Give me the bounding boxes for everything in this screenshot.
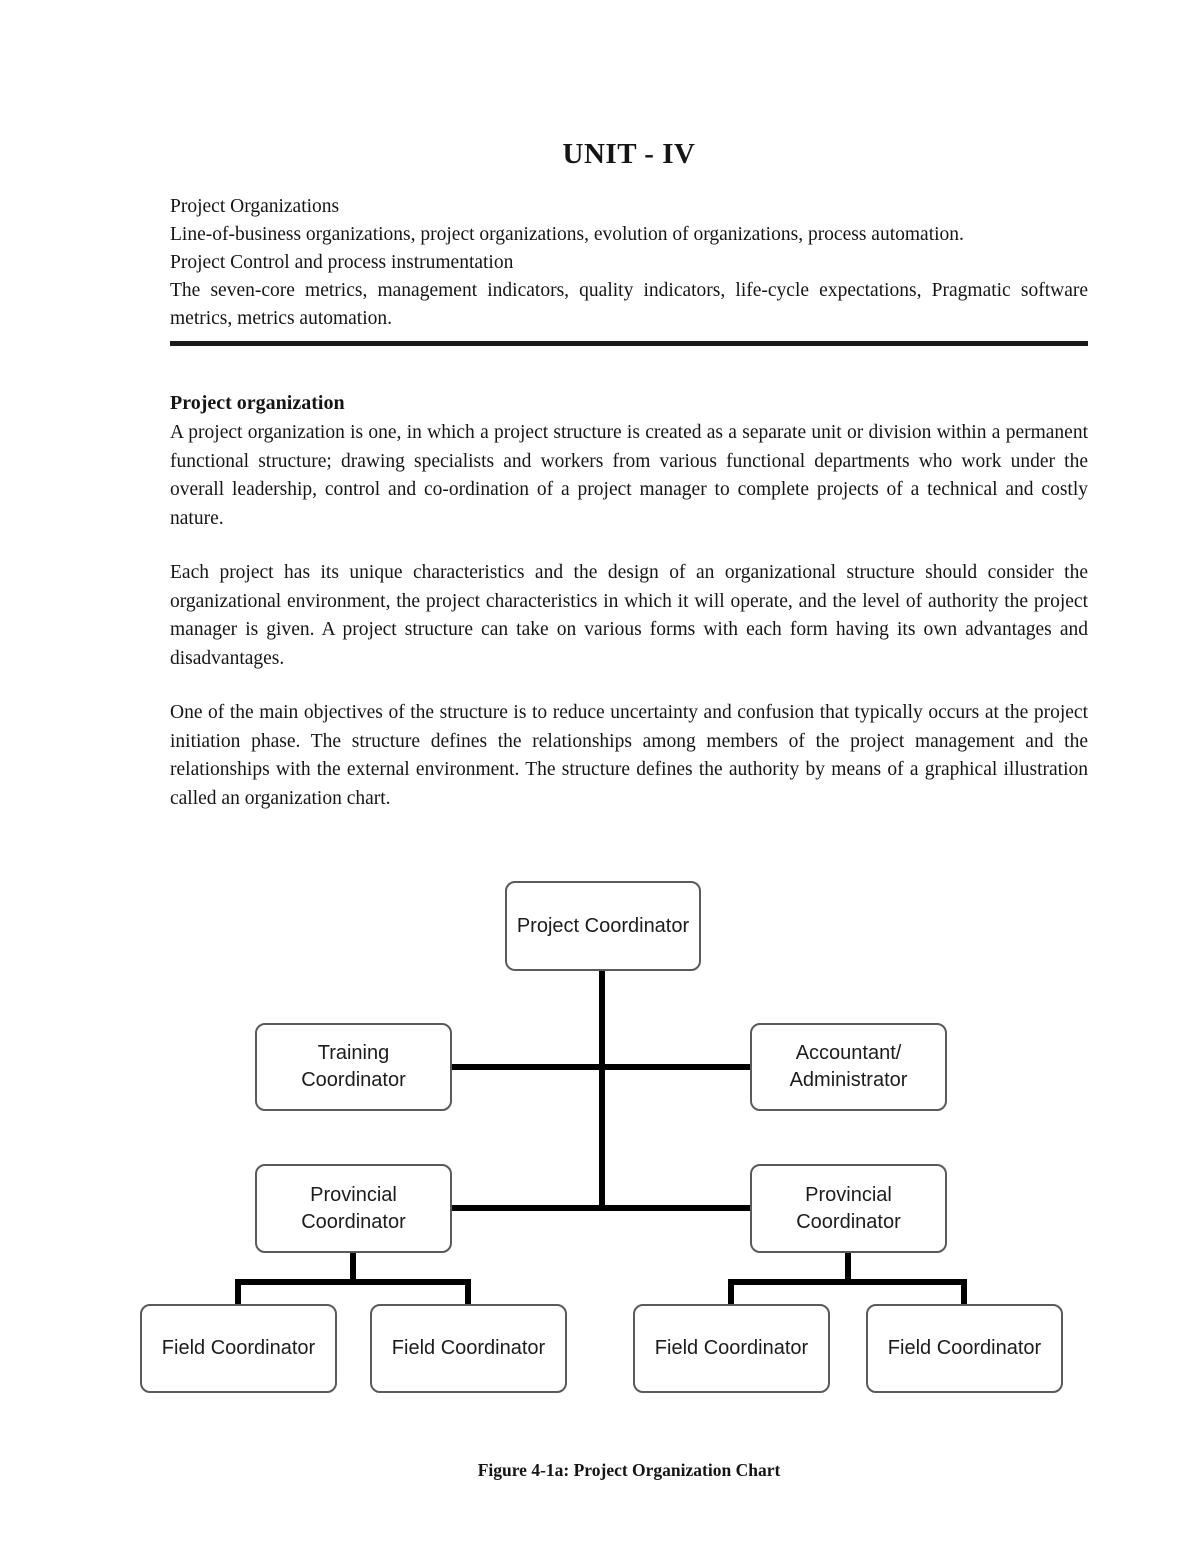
body-paragraph: Each project has its unique characterist… — [170, 562, 1088, 669]
syllabus-line: Project Organizations — [170, 196, 340, 217]
connector-left-drop — [350, 1253, 356, 1281]
section-heading: Project organization — [170, 392, 345, 414]
org-node-field-coordinator-2: Field Coordinator — [370, 1304, 567, 1393]
org-node-project-coordinator: Project Coordinator — [505, 881, 701, 971]
org-node-training-coordinator: Training Coordinator — [255, 1023, 452, 1111]
connector-left-field1-drop — [235, 1279, 241, 1304]
connector-left-field2-drop — [465, 1279, 471, 1304]
org-node-accountant-administrator: Accountant/ Administrator — [750, 1023, 947, 1111]
org-node-provincial-coordinator-right: Provincial Coordinator — [750, 1164, 947, 1253]
body-paragraph: One of the main objectives of the struct… — [170, 702, 1088, 809]
syllabus-line: The seven-core metrics, management indic… — [170, 280, 1088, 329]
syllabus-line: Project Control and process instrumentat… — [170, 252, 514, 273]
connector-right-field4-drop — [961, 1279, 967, 1304]
connector-right-drop — [845, 1253, 851, 1281]
connector-trunk-vertical — [599, 971, 605, 1211]
org-node-provincial-coordinator-left: Provincial Coordinator — [255, 1164, 452, 1253]
horizontal-rule — [170, 341, 1088, 346]
org-node-field-coordinator-1: Field Coordinator — [140, 1304, 337, 1393]
figure-caption: Figure 4-1a: Project Organization Chart — [477, 1460, 781, 1480]
connector-right-field3-drop — [728, 1279, 734, 1304]
connector-level2-horizontal — [452, 1064, 750, 1070]
connector-level3-horizontal — [452, 1205, 750, 1211]
syllabus-line: Line-of-business organizations, project … — [170, 224, 964, 245]
document-content: UNIT - IV Project Organizations Line-of-… — [0, 138, 1200, 1480]
org-node-field-coordinator-4: Field Coordinator — [866, 1304, 1063, 1393]
org-chart: Project Coordinator Training Coordinator… — [0, 869, 1200, 1414]
body-paragraph: A project organization is one, in which … — [170, 422, 1088, 529]
connector-left-bar — [235, 1279, 471, 1285]
document-title: UNIT - IV — [562, 138, 696, 170]
org-node-field-coordinator-3: Field Coordinator — [633, 1304, 830, 1393]
syllabus-block: Project Organizations Line-of-business o… — [170, 193, 1088, 333]
connector-right-bar — [728, 1279, 967, 1285]
